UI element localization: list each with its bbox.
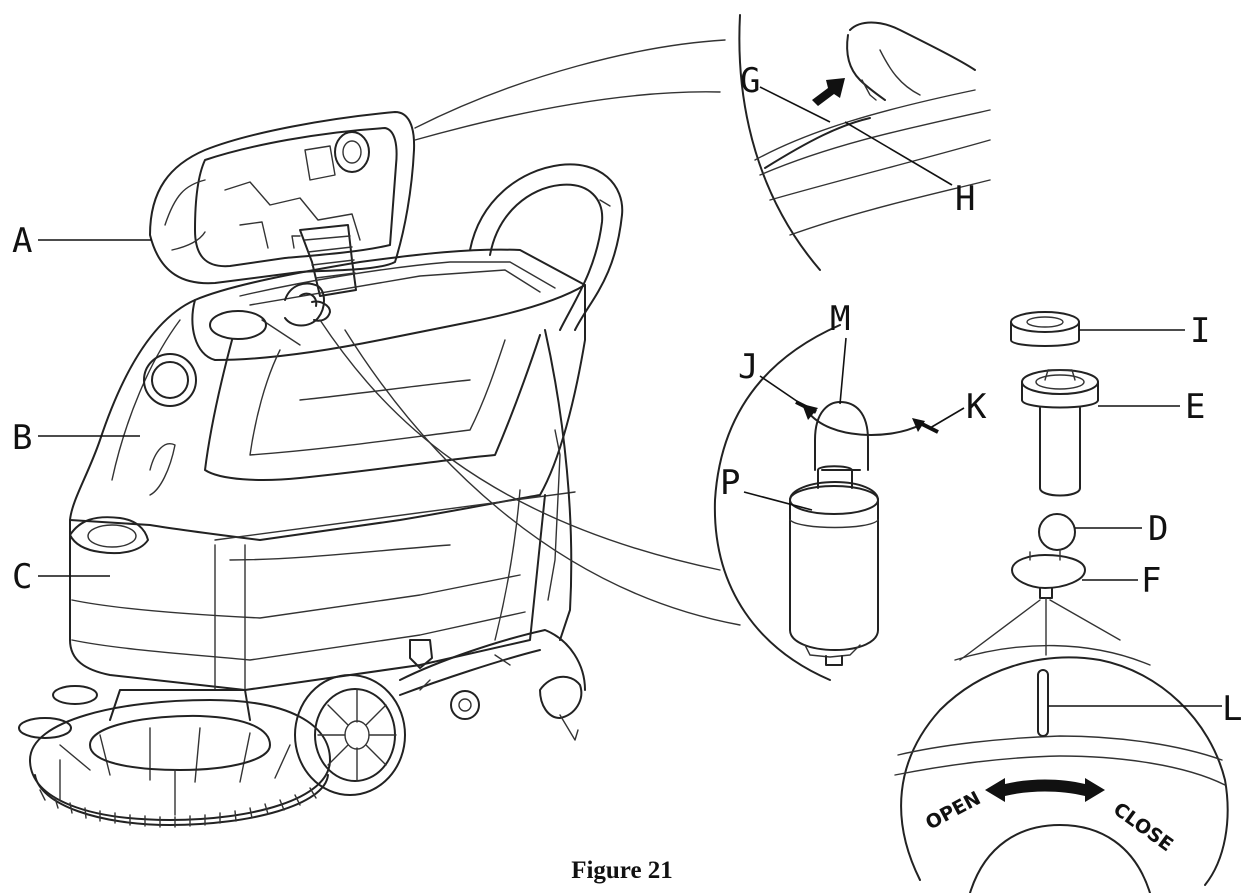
label-h: H xyxy=(955,179,975,219)
recovery-tank xyxy=(69,284,586,541)
scrubber-machine xyxy=(18,111,624,828)
label-j: J xyxy=(738,347,758,387)
dial-text: OPEN CLOSE xyxy=(922,787,1177,856)
exploded-filter-parts xyxy=(1010,311,1099,656)
label-d: D xyxy=(1148,509,1168,549)
dial-open-label: OPEN xyxy=(922,787,984,834)
label-l: L xyxy=(1222,689,1242,729)
tank-top xyxy=(191,248,586,361)
leader-lines xyxy=(38,86,1222,707)
valve-dial-detail xyxy=(894,599,1229,893)
rear-wheel xyxy=(294,674,406,796)
squeegee-assembly xyxy=(399,629,586,741)
label-g: G xyxy=(740,61,760,101)
label-f: F xyxy=(1141,561,1161,601)
recovery-tank-lid xyxy=(149,111,416,285)
label-c: C xyxy=(12,557,32,597)
float-detail xyxy=(319,319,939,681)
figure-caption: Figure 21 xyxy=(571,857,673,884)
handle-bar xyxy=(469,163,624,331)
label-p: P xyxy=(720,463,740,503)
dial-close-label: CLOSE xyxy=(1109,798,1177,856)
label-i: I xyxy=(1190,311,1210,351)
lid-seal-detail xyxy=(414,14,991,271)
part-labels: A B C D E F G H I J K L M P xyxy=(12,61,1242,729)
brush-deck xyxy=(18,685,331,828)
label-a: A xyxy=(12,221,32,261)
label-b: B xyxy=(12,418,32,458)
lid-hinge xyxy=(291,224,357,297)
label-m: M xyxy=(830,299,850,339)
label-k: K xyxy=(966,387,987,427)
label-e: E xyxy=(1185,387,1205,427)
